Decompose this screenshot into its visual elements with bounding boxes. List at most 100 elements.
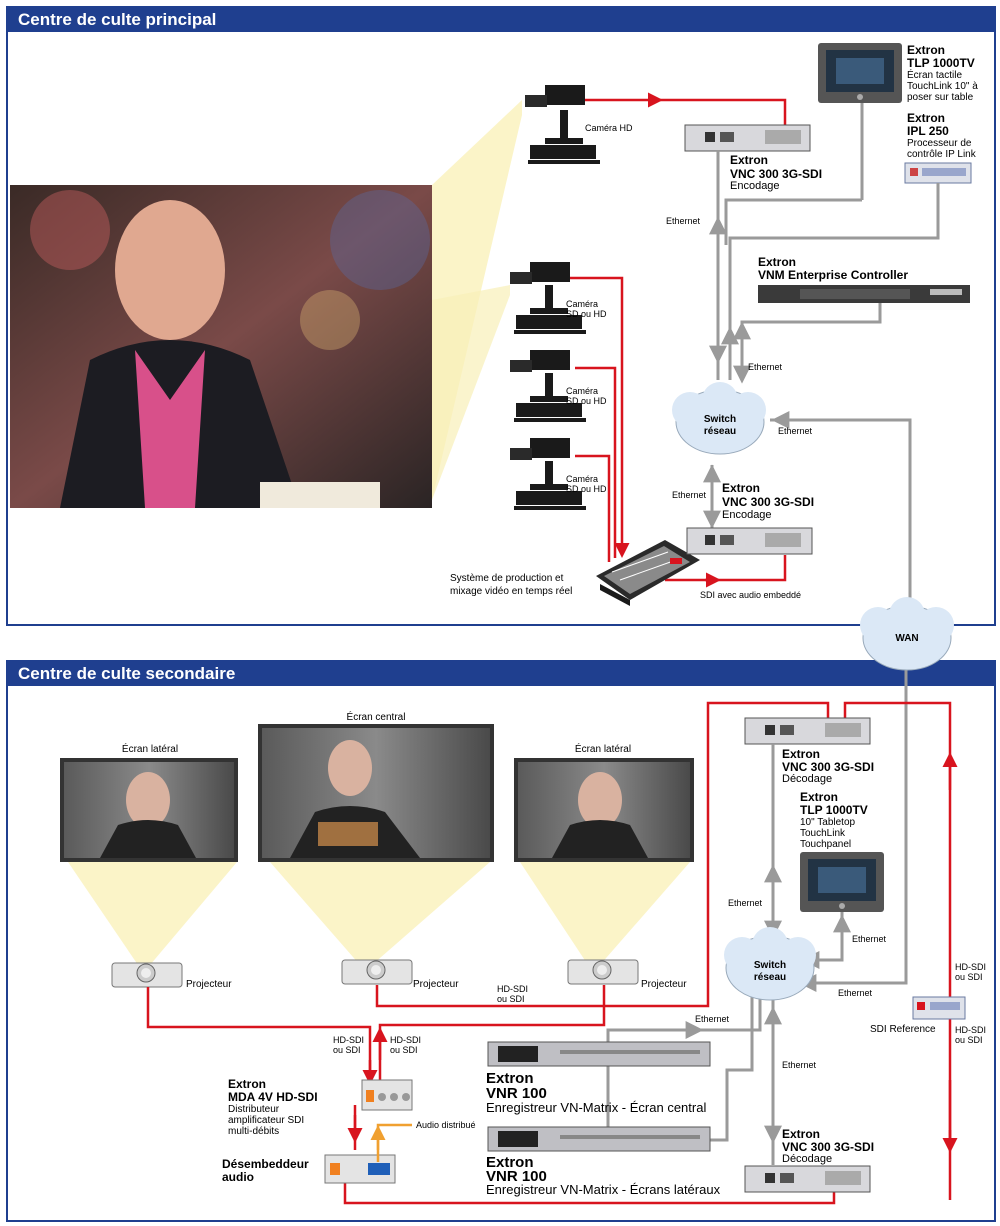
projector-center [341, 959, 413, 985]
tlp-main-desc-a: Écran tactile [907, 68, 962, 81]
screen-right-label: Écran latéral [575, 742, 631, 755]
secondary-section: Centre de culte secondaire [6, 660, 996, 1222]
beam-center [270, 862, 490, 965]
tlp-main-brand: Extron [907, 43, 945, 57]
tlp-sec-desc-c: Touchpanel [800, 839, 851, 850]
ethernet-label-main-3: Ethernet [778, 426, 813, 436]
camera-hd [525, 85, 600, 164]
hdsdi-right-b: ou SDI [955, 972, 983, 982]
hdsdi-top-a: HD-SDI [497, 984, 528, 994]
ethernet-sec-5: Ethernet [782, 1060, 817, 1070]
vnc-dec-bottom-brand: Extron [782, 1127, 820, 1141]
ipl-250-device [904, 162, 972, 184]
ipl-desc-a: Processeur de [907, 138, 972, 149]
hdsdi-top-b: ou SDI [497, 994, 525, 1004]
ethernet-sec-2: Ethernet [852, 934, 887, 944]
tlp-touchpanel-secondary [800, 852, 884, 912]
vnc-dec-top-model: VNC 300 3G-SDI [782, 760, 874, 774]
vnc-bottom-model: VNC 300 3G-SDI [722, 495, 814, 509]
camera-sd-1-label-b: SD ou HD [566, 309, 607, 319]
camera-sd-2 [510, 350, 586, 422]
beam-side-left [68, 862, 237, 965]
sdi-reference-device [912, 996, 966, 1020]
sdi-arrows-secondary [347, 752, 958, 1153]
projector-right [567, 959, 639, 985]
projector-right-label: Projecteur [641, 979, 687, 990]
camera-sd-3 [510, 438, 586, 510]
vnr1-model: VNR 100 [486, 1085, 547, 1102]
camera-sd-1-label-a: Caméra [566, 299, 598, 309]
vnc-bottom-brand: Extron [722, 481, 760, 495]
wan-cloud [860, 597, 954, 720]
screen-left-label: Écran latéral [122, 742, 178, 755]
vnc-dec-bottom-model: VNC 300 3G-SDI [782, 1140, 874, 1154]
vnc-top-brand: Extron [730, 153, 768, 167]
tlp-sec-desc-b: TouchLink [800, 828, 846, 839]
screen-side-left [60, 758, 238, 862]
ipl-model: IPL 250 [907, 124, 949, 138]
ethernet-label-main-1: Ethernet [666, 216, 701, 226]
screen-center-label: Écran central [347, 710, 406, 723]
hdsdi-left-a: HD-SDI [333, 1035, 364, 1045]
vnc-dec-top-desc: Décodage [782, 773, 832, 785]
camera-sd-2-label-b: SD ou HD [566, 396, 607, 406]
secondary-section-title: Centre de culte secondaire [8, 662, 994, 686]
switch-main-label-b: réseau [704, 426, 736, 437]
ipl-brand: Extron [907, 111, 945, 125]
projector-center-label: Projecteur [413, 979, 459, 990]
tlp-main-desc-b: TouchLink 10" à [907, 81, 978, 92]
deembedder-label-a: Désembeddeur [222, 1157, 309, 1171]
sdi-audio-label: SDI avec audio embeddé [700, 590, 801, 600]
ethernet-sec-3: Ethernet [838, 988, 873, 998]
tlp-main-desc-c: poser sur table [907, 92, 974, 103]
vnr1-desc: Enregistreur VN-Matrix - Écran central [486, 1100, 706, 1115]
hdsdi-right2-a: HD-SDI [955, 1025, 986, 1035]
vnc-decoder-top [744, 717, 871, 745]
mda-desc-b: amplificateur SDI [228, 1115, 304, 1126]
mda-brand: Extron [228, 1077, 266, 1091]
camera-sd-1 [510, 262, 586, 334]
vnc-dec-bottom-desc: Décodage [782, 1153, 832, 1165]
vnc-decoder-bottom [744, 1165, 871, 1193]
deembedder-label-b: audio [222, 1170, 254, 1184]
main-section-title: Centre de culte principal [8, 8, 994, 32]
ethernet-label-main-4: Ethernet [672, 490, 707, 500]
sdi-reference-label: SDI Reference [870, 1024, 936, 1035]
tlp-main-model: TLP 1000TV [907, 56, 975, 70]
hdsdi-mid-b: ou SDI [390, 1045, 418, 1055]
vnr-100-side [487, 1126, 711, 1152]
camera-sd-3-label-a: Caméra [566, 474, 598, 484]
mda-model: MDA 4V HD-SDI [228, 1090, 318, 1104]
production-label-a: Système de production et [450, 573, 564, 584]
production-switcher [596, 540, 700, 606]
projector-left-label: Projecteur [186, 979, 232, 990]
network-switch-main-cloud [672, 382, 766, 455]
hdsdi-right2-b: ou SDI [955, 1035, 983, 1045]
ipl-desc-b: contrôle IP Link [907, 149, 977, 160]
switch-main-label-a: Switch [704, 414, 736, 425]
beam-side-right [520, 862, 690, 965]
vnm-model: VNM Enterprise Controller [758, 268, 908, 282]
sdi-camera-lines [570, 92, 787, 582]
vnc-top-desc: Encodage [730, 180, 780, 192]
camera-beam-2 [432, 285, 510, 500]
tlp-sec-brand: Extron [800, 790, 838, 804]
hdsdi-left-b: ou SDI [333, 1045, 361, 1055]
hdsdi-right-a: HD-SDI [955, 962, 986, 972]
vnr2-desc: Enregistreur VN-Matrix - Écrans latéraux [486, 1182, 721, 1197]
tlp-sec-model: TLP 1000TV [800, 803, 868, 817]
tlp-sec-desc-a: 10" Tabletop [800, 817, 856, 828]
ethernet-label-main-2: Ethernet [748, 362, 783, 372]
mda-desc-a: Distributeur [228, 1104, 280, 1115]
mda-4v-device [361, 1079, 413, 1111]
projector-left [111, 962, 183, 988]
audio-deembedder-device [324, 1154, 396, 1184]
vnc-top-model: VNC 300 3G-SDI [730, 167, 822, 181]
camera-sd-2-label-a: Caméra [566, 386, 598, 396]
tlp-touchpanel-main [818, 43, 902, 103]
vnc-bottom-desc: Encodage [722, 509, 772, 521]
ethernet-arrows-main [703, 216, 790, 529]
mda-desc-c: multi-débits [228, 1126, 279, 1137]
ethernet-sec-4: Ethernet [695, 1014, 730, 1024]
